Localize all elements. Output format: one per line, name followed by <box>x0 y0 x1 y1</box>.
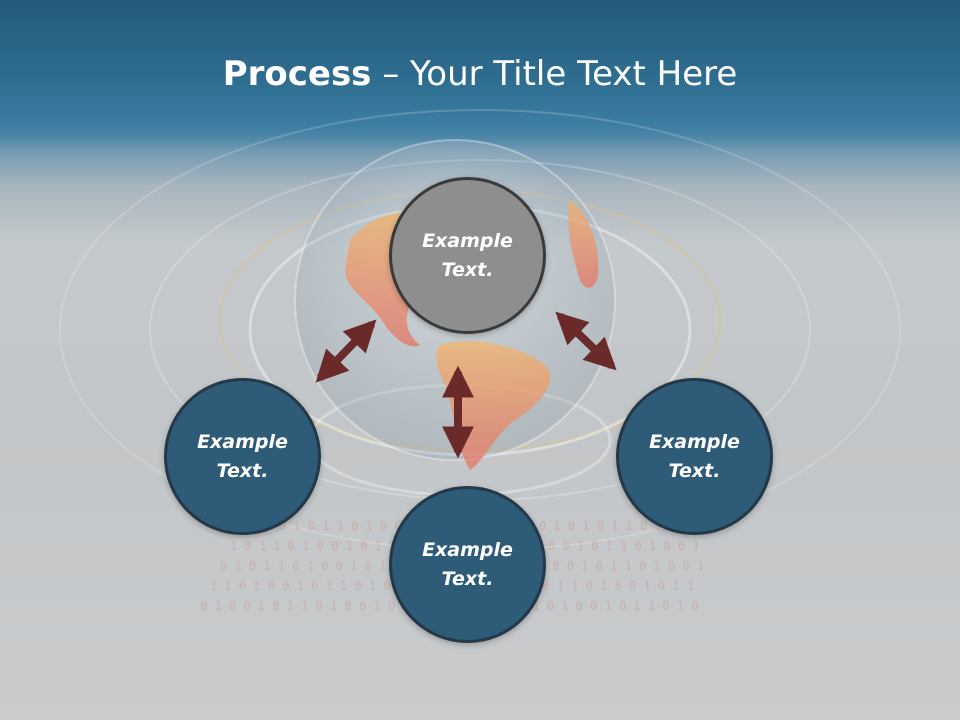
node-right-line2: Text. <box>668 459 721 482</box>
arrow-center-left <box>315 319 377 383</box>
slide-title: Process – Your Title Text Here <box>0 52 960 96</box>
node-left-line1: Example <box>197 430 288 453</box>
arrow-center-right <box>555 311 617 371</box>
title-bold: Process <box>222 54 372 94</box>
title-rest: – Your Title Text Here <box>371 54 738 94</box>
title-bar <box>0 0 960 150</box>
process-node-bottom: Example Text. <box>389 486 546 643</box>
node-bottom-line2: Text. <box>441 567 494 590</box>
node-right-line1: Example <box>649 430 740 453</box>
node-bottom-line1: Example <box>422 538 513 561</box>
node-center-line1: Example <box>422 229 513 252</box>
node-center-line2: Text. <box>441 258 494 281</box>
process-node-right: Example Text. <box>616 378 773 535</box>
process-node-left: Example Text. <box>164 378 321 535</box>
process-node-center: Example Text. <box>389 177 546 334</box>
node-left-line2: Text. <box>216 459 269 482</box>
